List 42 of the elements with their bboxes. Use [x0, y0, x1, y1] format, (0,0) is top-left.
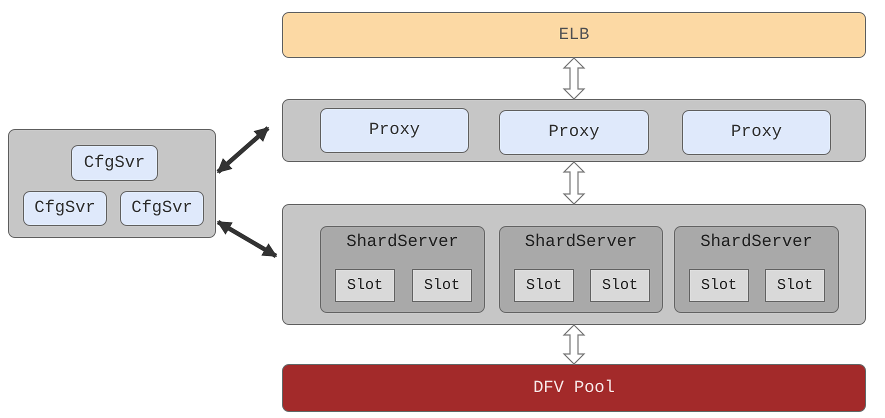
group-panel — [8, 129, 216, 238]
slot-box — [765, 269, 825, 302]
layer-band — [282, 12, 866, 58]
node-label: Proxy — [730, 123, 782, 142]
server-box — [674, 226, 839, 313]
slot-box — [514, 269, 574, 302]
server-box — [23, 191, 107, 226]
node-label: Slot — [424, 277, 460, 294]
server-box — [320, 108, 469, 153]
layer-band — [282, 364, 866, 412]
node-label: Slot — [346, 277, 383, 294]
node-label: CfgSvr — [131, 199, 193, 218]
group-panel — [282, 99, 866, 162]
group-panel — [282, 204, 866, 325]
node-label: ELB — [558, 26, 590, 44]
double-arrow — [562, 57, 586, 100]
slot-box — [412, 269, 472, 302]
node-label: Slot — [700, 277, 737, 294]
node-label: CfgSvr — [84, 154, 146, 172]
node-label: Proxy — [548, 123, 600, 142]
node-label: CfgSvr — [34, 199, 96, 218]
slot-box — [335, 269, 395, 302]
arrow — [216, 126, 270, 174]
server-box — [120, 191, 204, 226]
node-label: ShardServer — [700, 233, 813, 252]
server-box — [499, 110, 649, 155]
node-label: Slot — [602, 277, 638, 294]
node-label: ShardServer — [524, 233, 638, 252]
slot-box — [689, 269, 749, 302]
double-arrow — [562, 324, 586, 365]
server-box — [320, 226, 485, 313]
slot-box — [590, 269, 650, 302]
server-box — [499, 226, 663, 313]
node-label: Proxy — [368, 121, 420, 140]
double-arrow — [562, 161, 586, 205]
node-label: Slot — [526, 277, 562, 294]
server-box — [682, 110, 831, 155]
node-label: DFV Pool — [533, 378, 615, 398]
server-box — [71, 145, 158, 181]
node-label: ShardServer — [346, 233, 459, 252]
arrow — [216, 220, 278, 258]
node-label: Slot — [776, 277, 813, 294]
